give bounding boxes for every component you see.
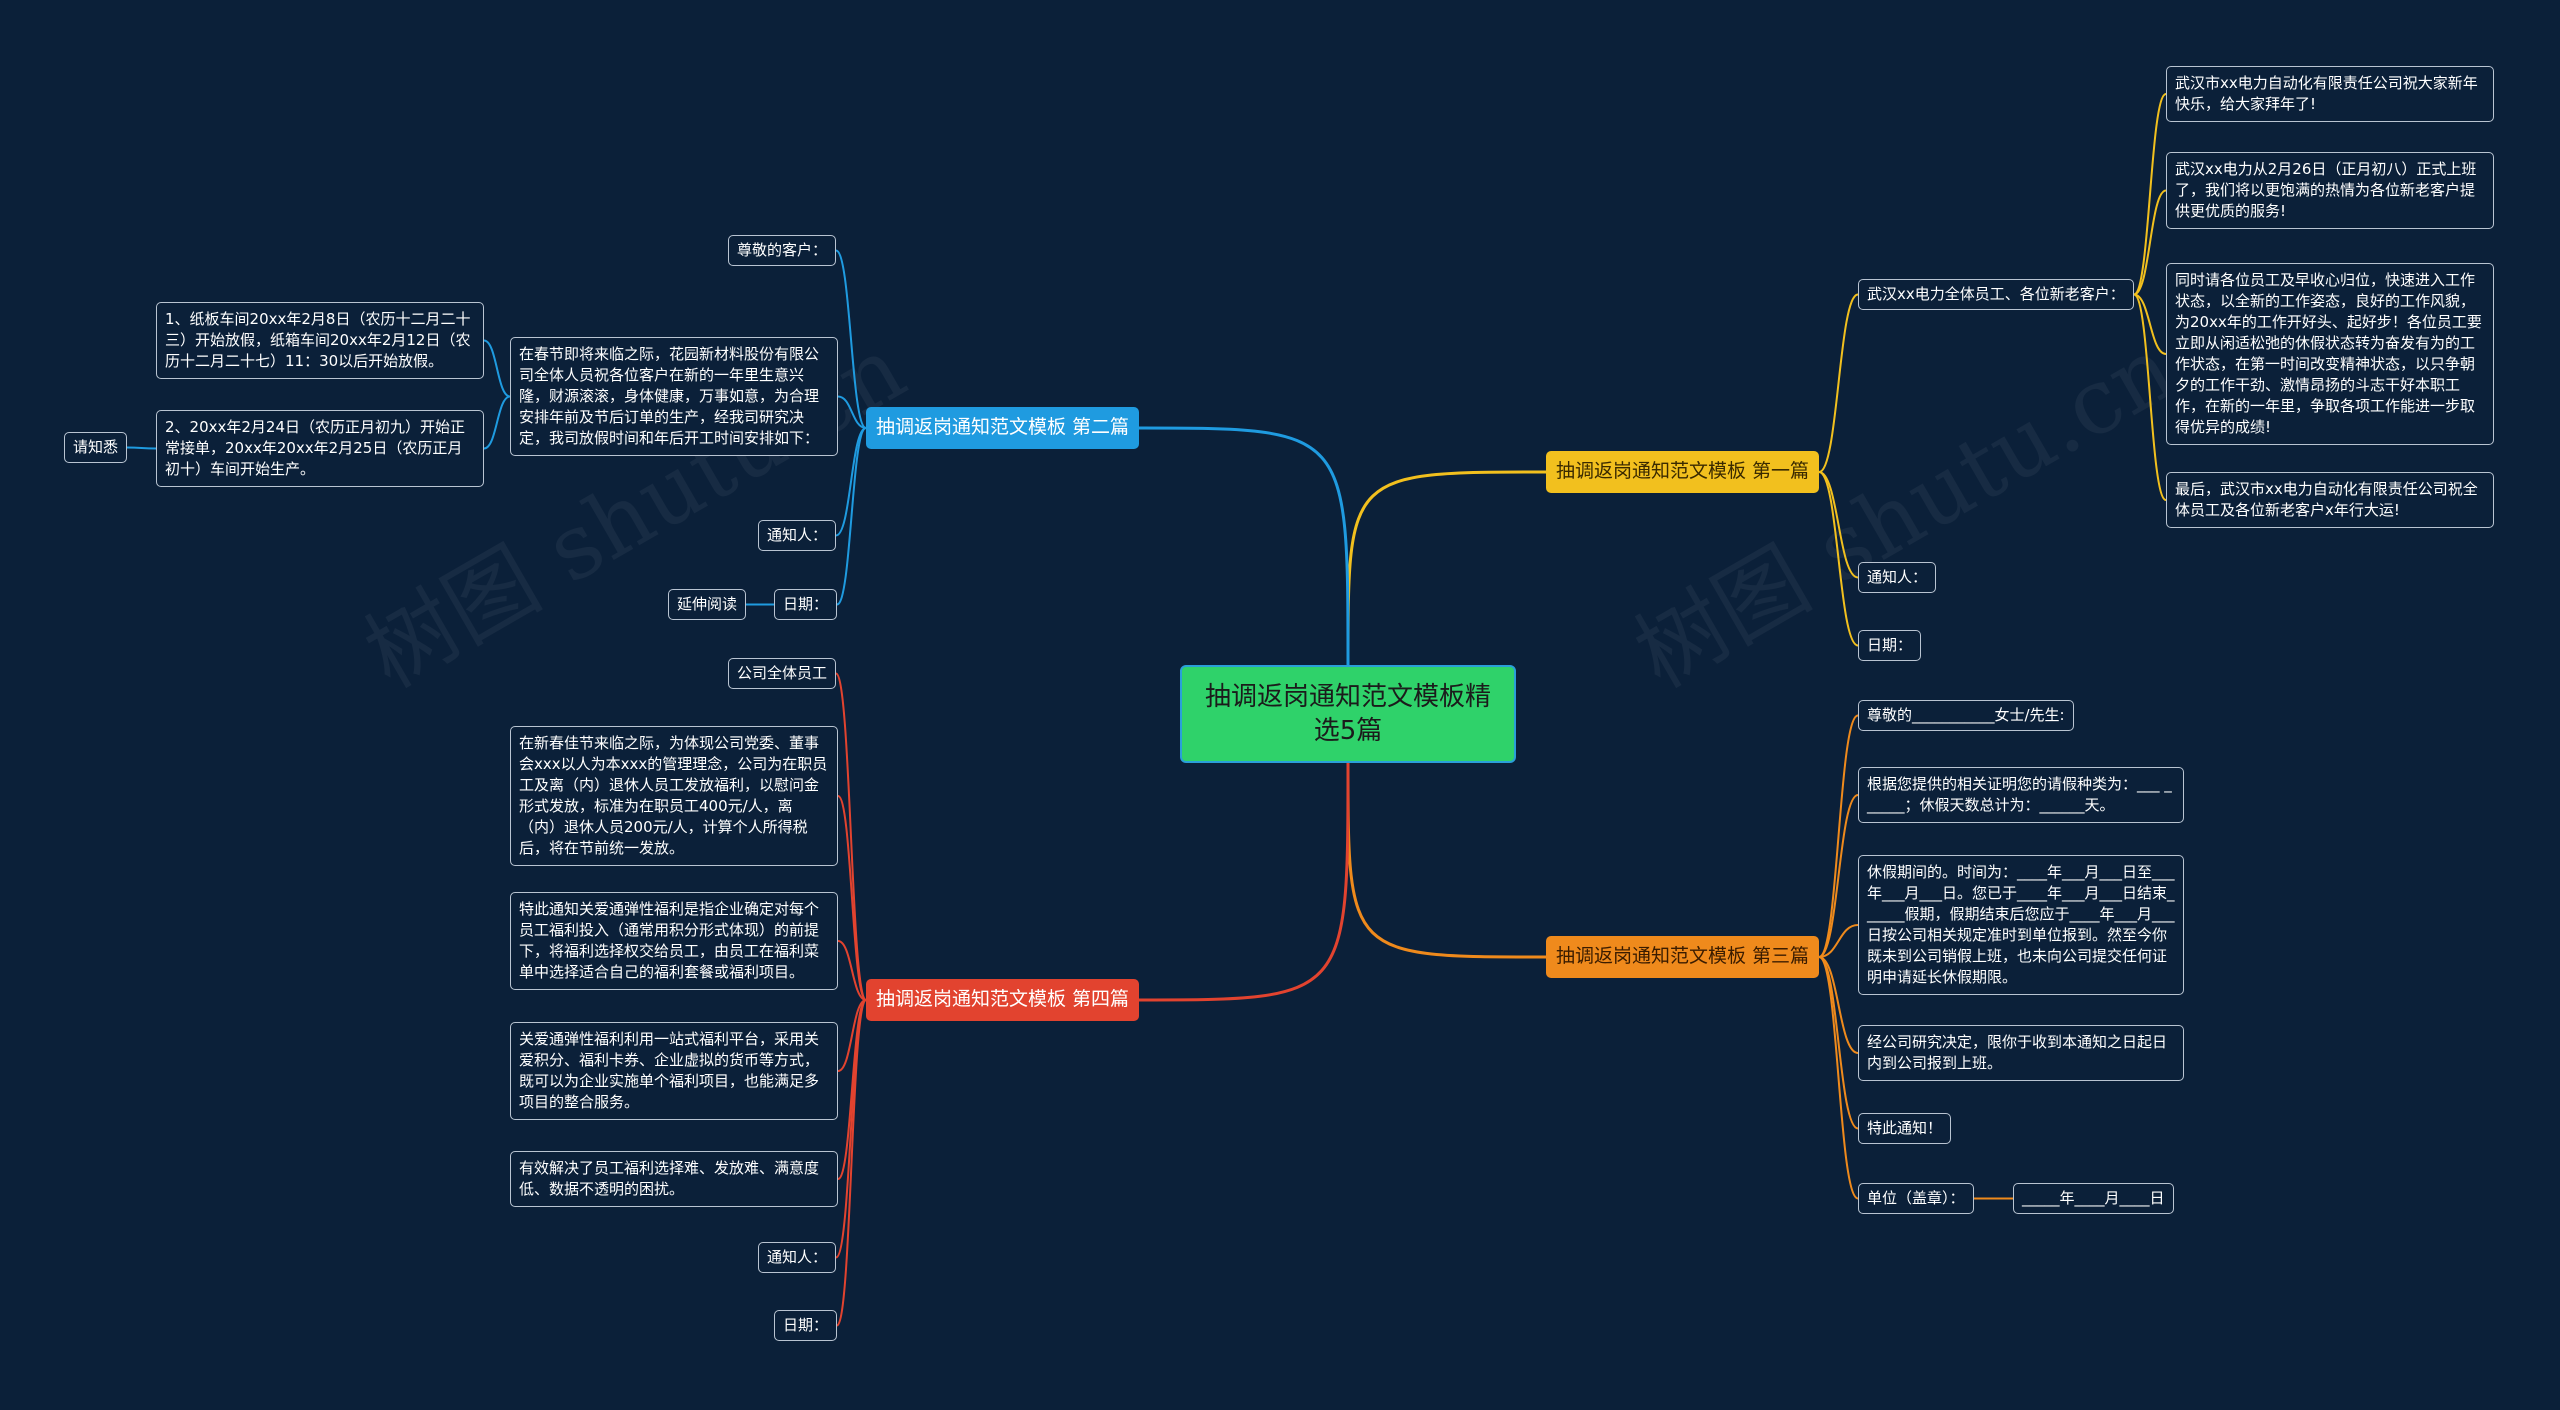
b2-date[interactable]: 日期： [774, 589, 838, 620]
branch-4-topic[interactable]: 抽调返岗通知范文模板 第四篇 [866, 979, 1140, 1021]
b3-para-1[interactable]: 根据您提供的相关证明您的请假种类为：___ ______；休假天数总计为：___… [1858, 767, 2184, 823]
b4-para-4[interactable]: 有效解决了员工福利选择难、发放难、满意度低、数据不透明的困扰。 [510, 1151, 838, 1207]
b1-para-4[interactable]: 最后，武汉市xx电力自动化有限责任公司祝全体员工及各位新老客户x年行大运! [2166, 472, 2494, 528]
b3-unit[interactable]: 单位（盖章）： [1858, 1183, 1974, 1214]
b4-notifier[interactable]: 通知人： [758, 1242, 837, 1273]
b1-greeting[interactable]: 武汉xx电力全体员工、各位新老客户： [1858, 279, 2134, 310]
b2-note[interactable]: 请知悉 [64, 432, 128, 463]
connector-line [1818, 471, 1859, 579]
connector-line [835, 672, 867, 1001]
b2-greeting[interactable]: 尊敬的客户： [728, 235, 837, 266]
connector-line [483, 395, 511, 450]
connector-line [836, 999, 867, 1327]
connector-line [837, 395, 867, 429]
b2-item-1[interactable]: 1、纸板车间20xx年2月8日（农历十二月二十三）开始放假，纸箱车间20xx年2… [156, 302, 484, 379]
b4-para-3[interactable]: 关爱通弹性福利利用一站式福利平台，采用关爱积分、福利卡券、企业虚拟的货币等方式，… [510, 1022, 838, 1120]
root-topic[interactable]: 抽调返岗通知范文模板精选5篇 [1180, 665, 1516, 763]
connector-line [1138, 426, 1350, 666]
connector-line [2133, 189, 2167, 296]
connector-line [1818, 924, 1859, 958]
connector-line [126, 446, 157, 450]
connector-line [1346, 762, 1547, 959]
b3-greeting[interactable]: 尊敬的___________女士/先生: [1858, 700, 2074, 731]
b2-main-text[interactable]: 在春节即将来临之际，花园新材料股份有限公司全体人员祝各位客户在新的一年里生意兴隆… [510, 337, 838, 456]
b2-more-link[interactable]: 延伸阅读 [668, 589, 747, 620]
b3-unit-date[interactable]: _____年____月____日 [2013, 1183, 2174, 1214]
connector-line [1818, 956, 1859, 1054]
connector-line [1818, 794, 1859, 958]
connector-line [837, 795, 867, 1001]
b1-para-2[interactable]: 武汉xx电力从2月26日（正月初八）正式上班了，我们将以更饱满的热情为各位新老客… [2166, 152, 2494, 229]
b1-date[interactable]: 日期： [1858, 630, 1922, 661]
connector-line [1818, 714, 1859, 958]
connector-line [837, 999, 867, 1072]
b3-para-4[interactable]: 特此通知！ [1858, 1113, 1952, 1144]
b2-notifier[interactable]: 通知人： [758, 520, 837, 551]
b4-para-1[interactable]: 在新春佳节来临之际，为体现公司党委、董事会xxx以人为本xxx的管理理念，公司为… [510, 726, 838, 866]
connector-line [835, 249, 867, 429]
connector-line [483, 339, 511, 398]
branch-3-topic[interactable]: 抽调返岗通知范文模板 第三篇 [1546, 936, 1820, 978]
b4-greeting[interactable]: 公司全体员工 [728, 658, 837, 689]
connector-line [2133, 93, 2167, 296]
connector-line [836, 427, 867, 606]
connector-line [1818, 293, 1859, 473]
connector-line [1138, 762, 1350, 1002]
branch-2-topic[interactable]: 抽调返岗通知范文模板 第二篇 [866, 407, 1140, 449]
b3-para-3[interactable]: 经公司研究决定，限你于收到本通知之日起日内到公司报到上班。 [1858, 1025, 2184, 1081]
b4-para-2[interactable]: 特此通知关爱通弹性福利是指企业确定对每个员工福利投入（通常用积分形式体现）的前提… [510, 892, 838, 990]
connector-line [2133, 293, 2167, 501]
b4-date[interactable]: 日期： [774, 1310, 838, 1341]
b2-item-2[interactable]: 2、20xx年2月24日（农历正月初九）开始正常接单，20xx年20xx年2月2… [156, 410, 484, 487]
connector-line [1818, 471, 1859, 647]
connector-line [2133, 293, 2167, 355]
connector-line [837, 940, 867, 1001]
b1-para-3[interactable]: 同时请各位员工及早收心归位，快速进入工作状态，以全新的工作姿态，良好的工作风貌，… [2166, 263, 2494, 445]
b1-notifier[interactable]: 通知人： [1858, 562, 1937, 593]
branch-1-topic[interactable]: 抽调返岗通知范文模板 第一篇 [1546, 451, 1820, 493]
connector-line [1818, 956, 1859, 1130]
connector-line [1818, 956, 1859, 1200]
b3-para-2[interactable]: 休假期间的。时间为：____年___月___日至___年___月___日。您已于… [1858, 855, 2184, 995]
connector-line [1346, 470, 1547, 666]
b1-para-1[interactable]: 武汉市xx电力自动化有限责任公司祝大家新年快乐，给大家拜年了! [2166, 66, 2494, 122]
